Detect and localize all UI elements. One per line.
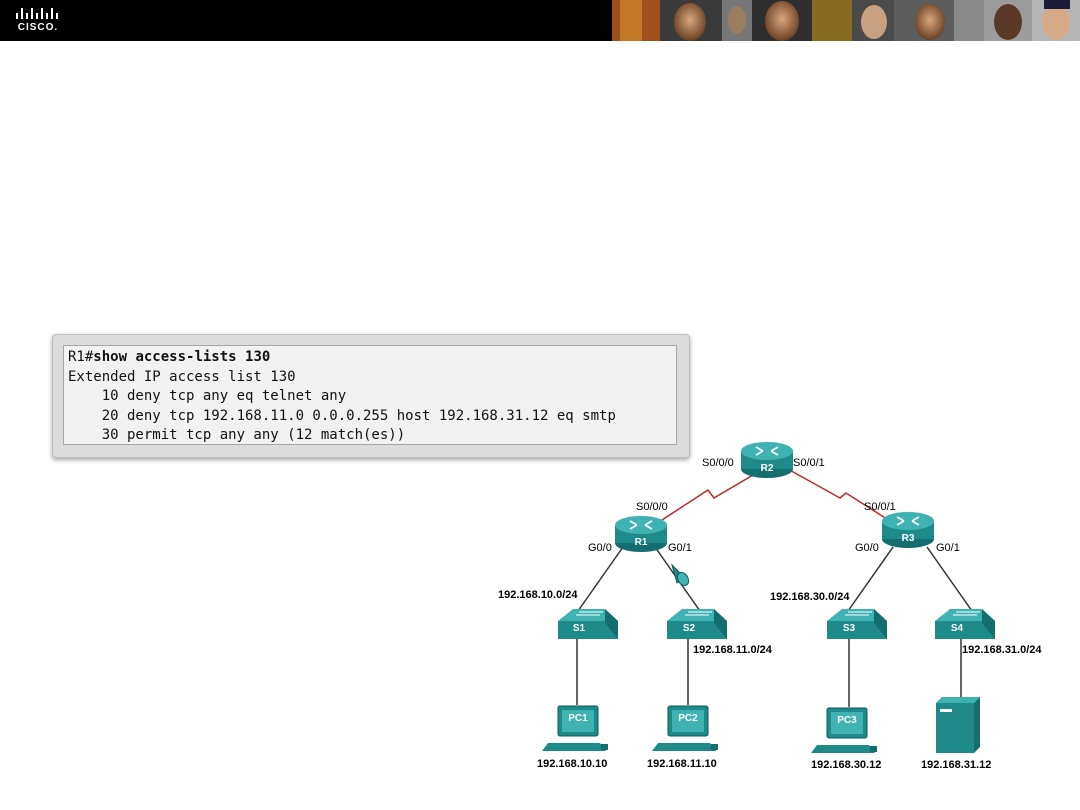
pc-pc2[interactable]: [652, 705, 718, 751]
cli-line-command: R1#show access-lists 130: [68, 348, 676, 368]
header-photo-strip: [612, 0, 1080, 41]
cli-line: 10 deny tcp any eq telnet any: [68, 388, 347, 404]
r1-g00-label: G0/0: [588, 542, 612, 554]
cli-line: 30 permit tcp any any (12 match(es)): [68, 427, 406, 443]
serial-link-r1-r2: [661, 467, 766, 521]
cli-prompt: R1#: [68, 349, 94, 365]
switch-s4[interactable]: [935, 609, 995, 639]
switch-s3[interactable]: [827, 609, 887, 639]
switch-s2[interactable]: [667, 609, 727, 639]
cli-output-text: R1#show access-lists 130 Extended IP acc…: [63, 345, 677, 445]
router-r2-label: R2: [760, 463, 774, 474]
router-r1-label: R1: [634, 537, 648, 548]
serial-link-r2-r3: [785, 467, 891, 522]
router-r2[interactable]: [741, 442, 793, 478]
network-label-30: 192.168.30.0/24: [770, 591, 850, 603]
pc1-ip-label: 192.168.10.10: [537, 758, 608, 770]
r1-g01-label: G0/1: [668, 542, 692, 554]
link-r3-s3: [847, 546, 894, 612]
pc2-label: PC2: [678, 713, 698, 724]
r3-s001-label: S0/0/1: [864, 501, 896, 513]
switch-s3-label: S3: [842, 623, 856, 634]
pc3-ip-label: 192.168.30.12: [811, 759, 882, 771]
cisco-logo: CISCO.: [13, 5, 63, 35]
switch-s1[interactable]: [558, 609, 618, 639]
cli-command: show access-lists 130: [93, 349, 271, 365]
switch-s2-label: S2: [682, 623, 696, 634]
switch-s4-label: S4: [950, 623, 964, 634]
server-icon[interactable]: [936, 697, 980, 753]
topology-links: [542, 442, 995, 753]
logo-text: CISCO.: [17, 22, 59, 33]
server-ip-label: 192.168.31.12: [921, 759, 992, 771]
pc2-ip-label: 192.168.11.10: [647, 758, 717, 770]
network-topology-diagram: R2 R1 R3 S1 S2 S3 S4 PC1 PC2 PC3 S0/0/0 …: [480, 425, 1080, 810]
r3-g01-label: G0/1: [936, 542, 960, 554]
cli-line: 20 deny tcp 192.168.11.0 0.0.0.255 host …: [68, 407, 616, 424]
network-label-11: 192.168.11.0/24: [693, 644, 772, 656]
r2-s001-label: S0/0/1: [793, 457, 825, 469]
r3-g00-label: G0/0: [855, 542, 879, 554]
router-r3[interactable]: [882, 512, 934, 548]
cli-line: Extended IP access list 130: [68, 368, 296, 385]
pc-pc3[interactable]: [811, 707, 877, 753]
r2-s000-label: S0/0/0: [702, 457, 734, 469]
cli-output-panel: R1#show access-lists 130 Extended IP acc…: [52, 334, 690, 458]
acl-filter-icon: [671, 563, 690, 587]
header-bar: CISCO.: [0, 0, 1080, 41]
cisco-bridge-icon: [16, 8, 58, 19]
pc1-label: PC1: [568, 713, 588, 724]
link-r1-s1: [577, 546, 624, 612]
switch-s1-label: S1: [572, 623, 586, 634]
pc3-label: PC3: [837, 715, 857, 726]
r1-s000-label: S0/0/0: [636, 501, 668, 513]
network-label-31: 192.168.31.0/24: [962, 644, 1042, 656]
router-r3-label: R3: [901, 533, 915, 544]
router-r1[interactable]: [615, 516, 667, 552]
pc-pc1[interactable]: [542, 705, 608, 751]
network-label-10: 192.168.10.0/24: [498, 589, 578, 601]
link-r3-s4: [926, 546, 973, 612]
